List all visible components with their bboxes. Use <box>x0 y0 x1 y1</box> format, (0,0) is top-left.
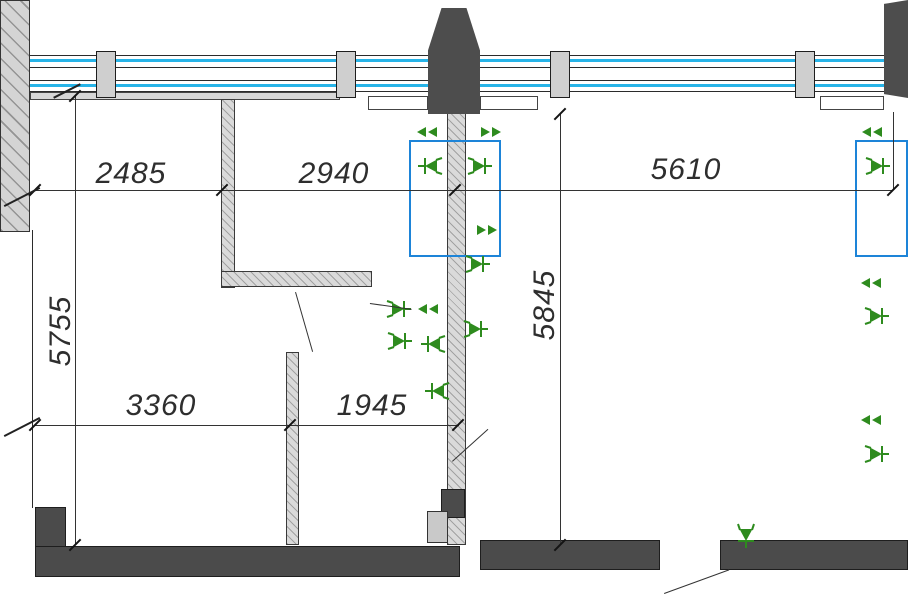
sprinkler-fixture-icon <box>865 156 891 176</box>
window-sill <box>368 96 428 110</box>
direction-arrows-icon <box>860 276 886 296</box>
mullion-post <box>336 51 356 98</box>
dim-label-1945: 1945 <box>336 389 408 422</box>
direction-arrows-icon <box>472 223 498 243</box>
window-frame <box>855 140 908 257</box>
door-jamb-block <box>427 511 448 543</box>
window-frame <box>409 140 501 257</box>
sprinkler-fixture-icon <box>736 523 756 549</box>
mullion-post <box>795 51 815 98</box>
sprinkler-fixture-icon <box>387 331 413 351</box>
dim-label-3360: 3360 <box>125 389 197 422</box>
exterior-wall-left <box>0 0 30 232</box>
column <box>428 8 480 114</box>
sprinkler-fixture-icon <box>424 381 450 401</box>
sprinkler-fixture-icon <box>864 444 890 464</box>
partition-wall <box>221 99 235 288</box>
sprinkler-fixture-icon <box>467 156 493 176</box>
extension-line <box>893 112 894 190</box>
dim-label-5610: 5610 <box>650 153 722 186</box>
window-sill <box>480 96 538 110</box>
dim-label-2940: 2940 <box>298 157 370 190</box>
dim-label-5845: 5845 <box>528 269 561 341</box>
partition-wall <box>221 271 372 287</box>
leader-line <box>295 292 314 352</box>
dimension-line-top <box>35 190 893 191</box>
bottom-wall <box>480 540 660 570</box>
direction-arrows-icon <box>417 302 443 322</box>
leader-line <box>664 569 730 594</box>
partition-wall <box>286 352 299 545</box>
wall-face-line <box>32 230 33 508</box>
mullion-post <box>550 51 570 98</box>
direction-arrows-icon <box>476 125 502 145</box>
sprinkler-fixture-icon <box>463 319 489 339</box>
bottom-wall <box>35 546 460 577</box>
bottom-wall <box>720 540 908 570</box>
dimension-line-bottom <box>35 425 459 426</box>
dim-label-5755: 5755 <box>44 295 77 367</box>
witness-slash <box>3 417 41 437</box>
dimension-line-left <box>75 96 76 545</box>
direction-arrows-icon <box>861 125 887 145</box>
dim-label-2485: 2485 <box>95 157 167 190</box>
sprinkler-fixture-icon <box>864 306 890 326</box>
sprinkler-fixture-icon <box>465 254 491 274</box>
direction-arrows-icon <box>416 125 442 145</box>
dimension-line-mid <box>560 114 561 545</box>
sprinkler-fixture-icon <box>420 334 446 354</box>
column <box>884 0 908 98</box>
mullion-post <box>96 51 116 98</box>
direction-arrows-icon <box>860 413 886 433</box>
sprinkler-fixture-icon <box>417 156 443 176</box>
window-sill <box>820 96 884 110</box>
interior-wall-center <box>447 112 466 545</box>
